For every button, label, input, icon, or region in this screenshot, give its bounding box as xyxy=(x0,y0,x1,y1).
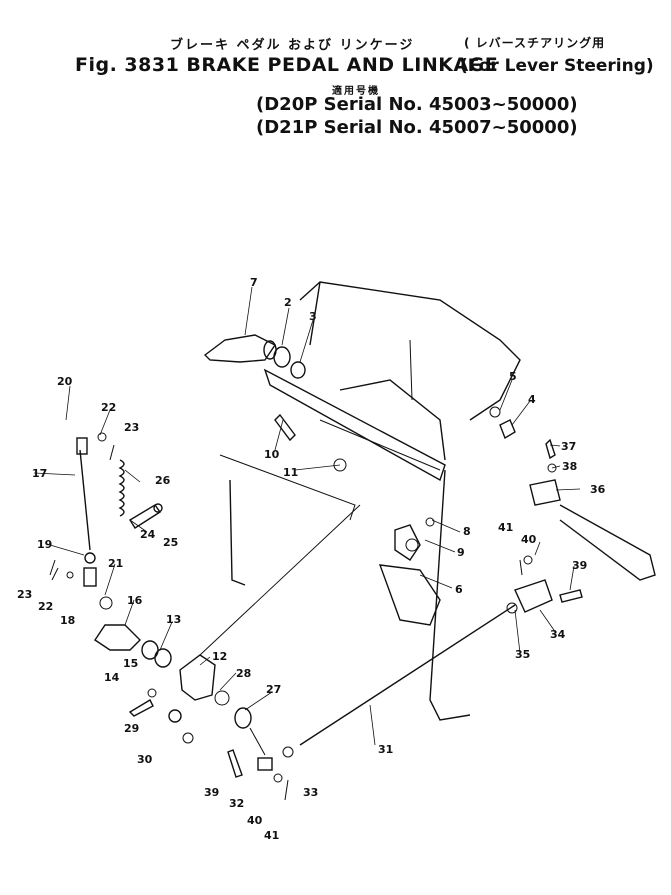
callout-15: 15 xyxy=(123,657,138,670)
callout-16: 16 xyxy=(127,594,143,607)
callout-13: 13 xyxy=(166,613,181,626)
callout-39: 39 xyxy=(204,786,219,799)
callout-23: 23 xyxy=(124,421,139,434)
callout-6: 6 xyxy=(455,583,463,596)
clevis-27 xyxy=(234,707,273,771)
rod-31 xyxy=(299,579,553,746)
callout-32: 32 xyxy=(229,797,244,810)
japanese-steering-note: ( レバースチアリング用 xyxy=(464,36,606,50)
frame-outline xyxy=(219,281,521,721)
spring-26 xyxy=(118,459,125,517)
brake-pedal xyxy=(378,524,441,626)
callout-34: 34 xyxy=(550,628,566,641)
callout-8: 8 xyxy=(463,525,471,538)
callout-29: 29 xyxy=(124,722,139,735)
pedal-shaft xyxy=(203,334,306,379)
shaft-36 xyxy=(529,479,656,581)
pedal-bracket xyxy=(263,368,446,482)
callout-21: 21 xyxy=(108,557,123,570)
callout-39b: 39 xyxy=(572,559,587,572)
callout-5: 5 xyxy=(509,370,517,383)
callout-37: 37 xyxy=(561,440,576,453)
callout-35: 35 xyxy=(515,648,530,661)
callout-30: 30 xyxy=(137,753,153,766)
callout-22: 22 xyxy=(101,401,116,414)
callout-7: 7 xyxy=(250,276,258,289)
figure-header: ブレーキ ペダル および リンケージ ( レバースチアリング用 Fig. 383… xyxy=(0,0,671,150)
hardware xyxy=(49,406,583,801)
figure-title: Fig. 3831 BRAKE PEDAL AND LINKAGE xyxy=(75,54,499,76)
steering-note: (For Lever Steering) xyxy=(460,56,654,76)
callout-labels: 7 2 3 5 4 6 8 9 10 11 20 22 23 17 26 19 … xyxy=(17,276,606,842)
serial-range-d21p: (D21P Serial No. 45007~50000) xyxy=(256,117,578,138)
callout-41: 41 xyxy=(264,829,279,842)
bolt-24 xyxy=(129,503,163,529)
callout-24: 24 xyxy=(140,528,156,541)
callout-14: 14 xyxy=(104,671,120,684)
callout-20: 20 xyxy=(57,375,73,388)
callout-2: 2 xyxy=(284,296,292,309)
callout-41b: 41 xyxy=(498,521,513,534)
callout-25: 25 xyxy=(163,536,178,549)
leader-lines xyxy=(33,286,581,746)
japanese-applicable-models: 適用号機 xyxy=(332,86,380,97)
callout-22b: 22 xyxy=(38,600,53,613)
callout-38: 38 xyxy=(562,460,577,473)
callout-4: 4 xyxy=(528,393,536,406)
callout-40b: 40 xyxy=(521,533,537,546)
lever-12 xyxy=(179,504,361,701)
callout-40: 40 xyxy=(247,814,263,827)
callout-9: 9 xyxy=(457,546,465,559)
callout-36: 36 xyxy=(590,483,606,496)
callout-28: 28 xyxy=(236,667,251,680)
serial-range-d20p: (D20P Serial No. 45003~50000) xyxy=(256,94,578,115)
callout-11: 11 xyxy=(283,466,298,479)
callout-31: 31 xyxy=(378,743,393,756)
callout-18: 18 xyxy=(60,614,75,627)
callout-3: 3 xyxy=(309,310,317,323)
callout-19: 19 xyxy=(37,538,52,551)
callout-27: 27 xyxy=(266,683,281,696)
callout-26: 26 xyxy=(155,474,171,487)
callout-10: 10 xyxy=(264,448,280,461)
lever-16 xyxy=(94,624,172,668)
callout-12: 12 xyxy=(212,650,227,663)
callout-17: 17 xyxy=(32,467,47,480)
callout-33: 33 xyxy=(303,786,318,799)
rod-17 xyxy=(76,437,96,564)
callout-23b: 23 xyxy=(17,588,32,601)
japanese-title: ブレーキ ペダル および リンケージ xyxy=(170,38,415,53)
